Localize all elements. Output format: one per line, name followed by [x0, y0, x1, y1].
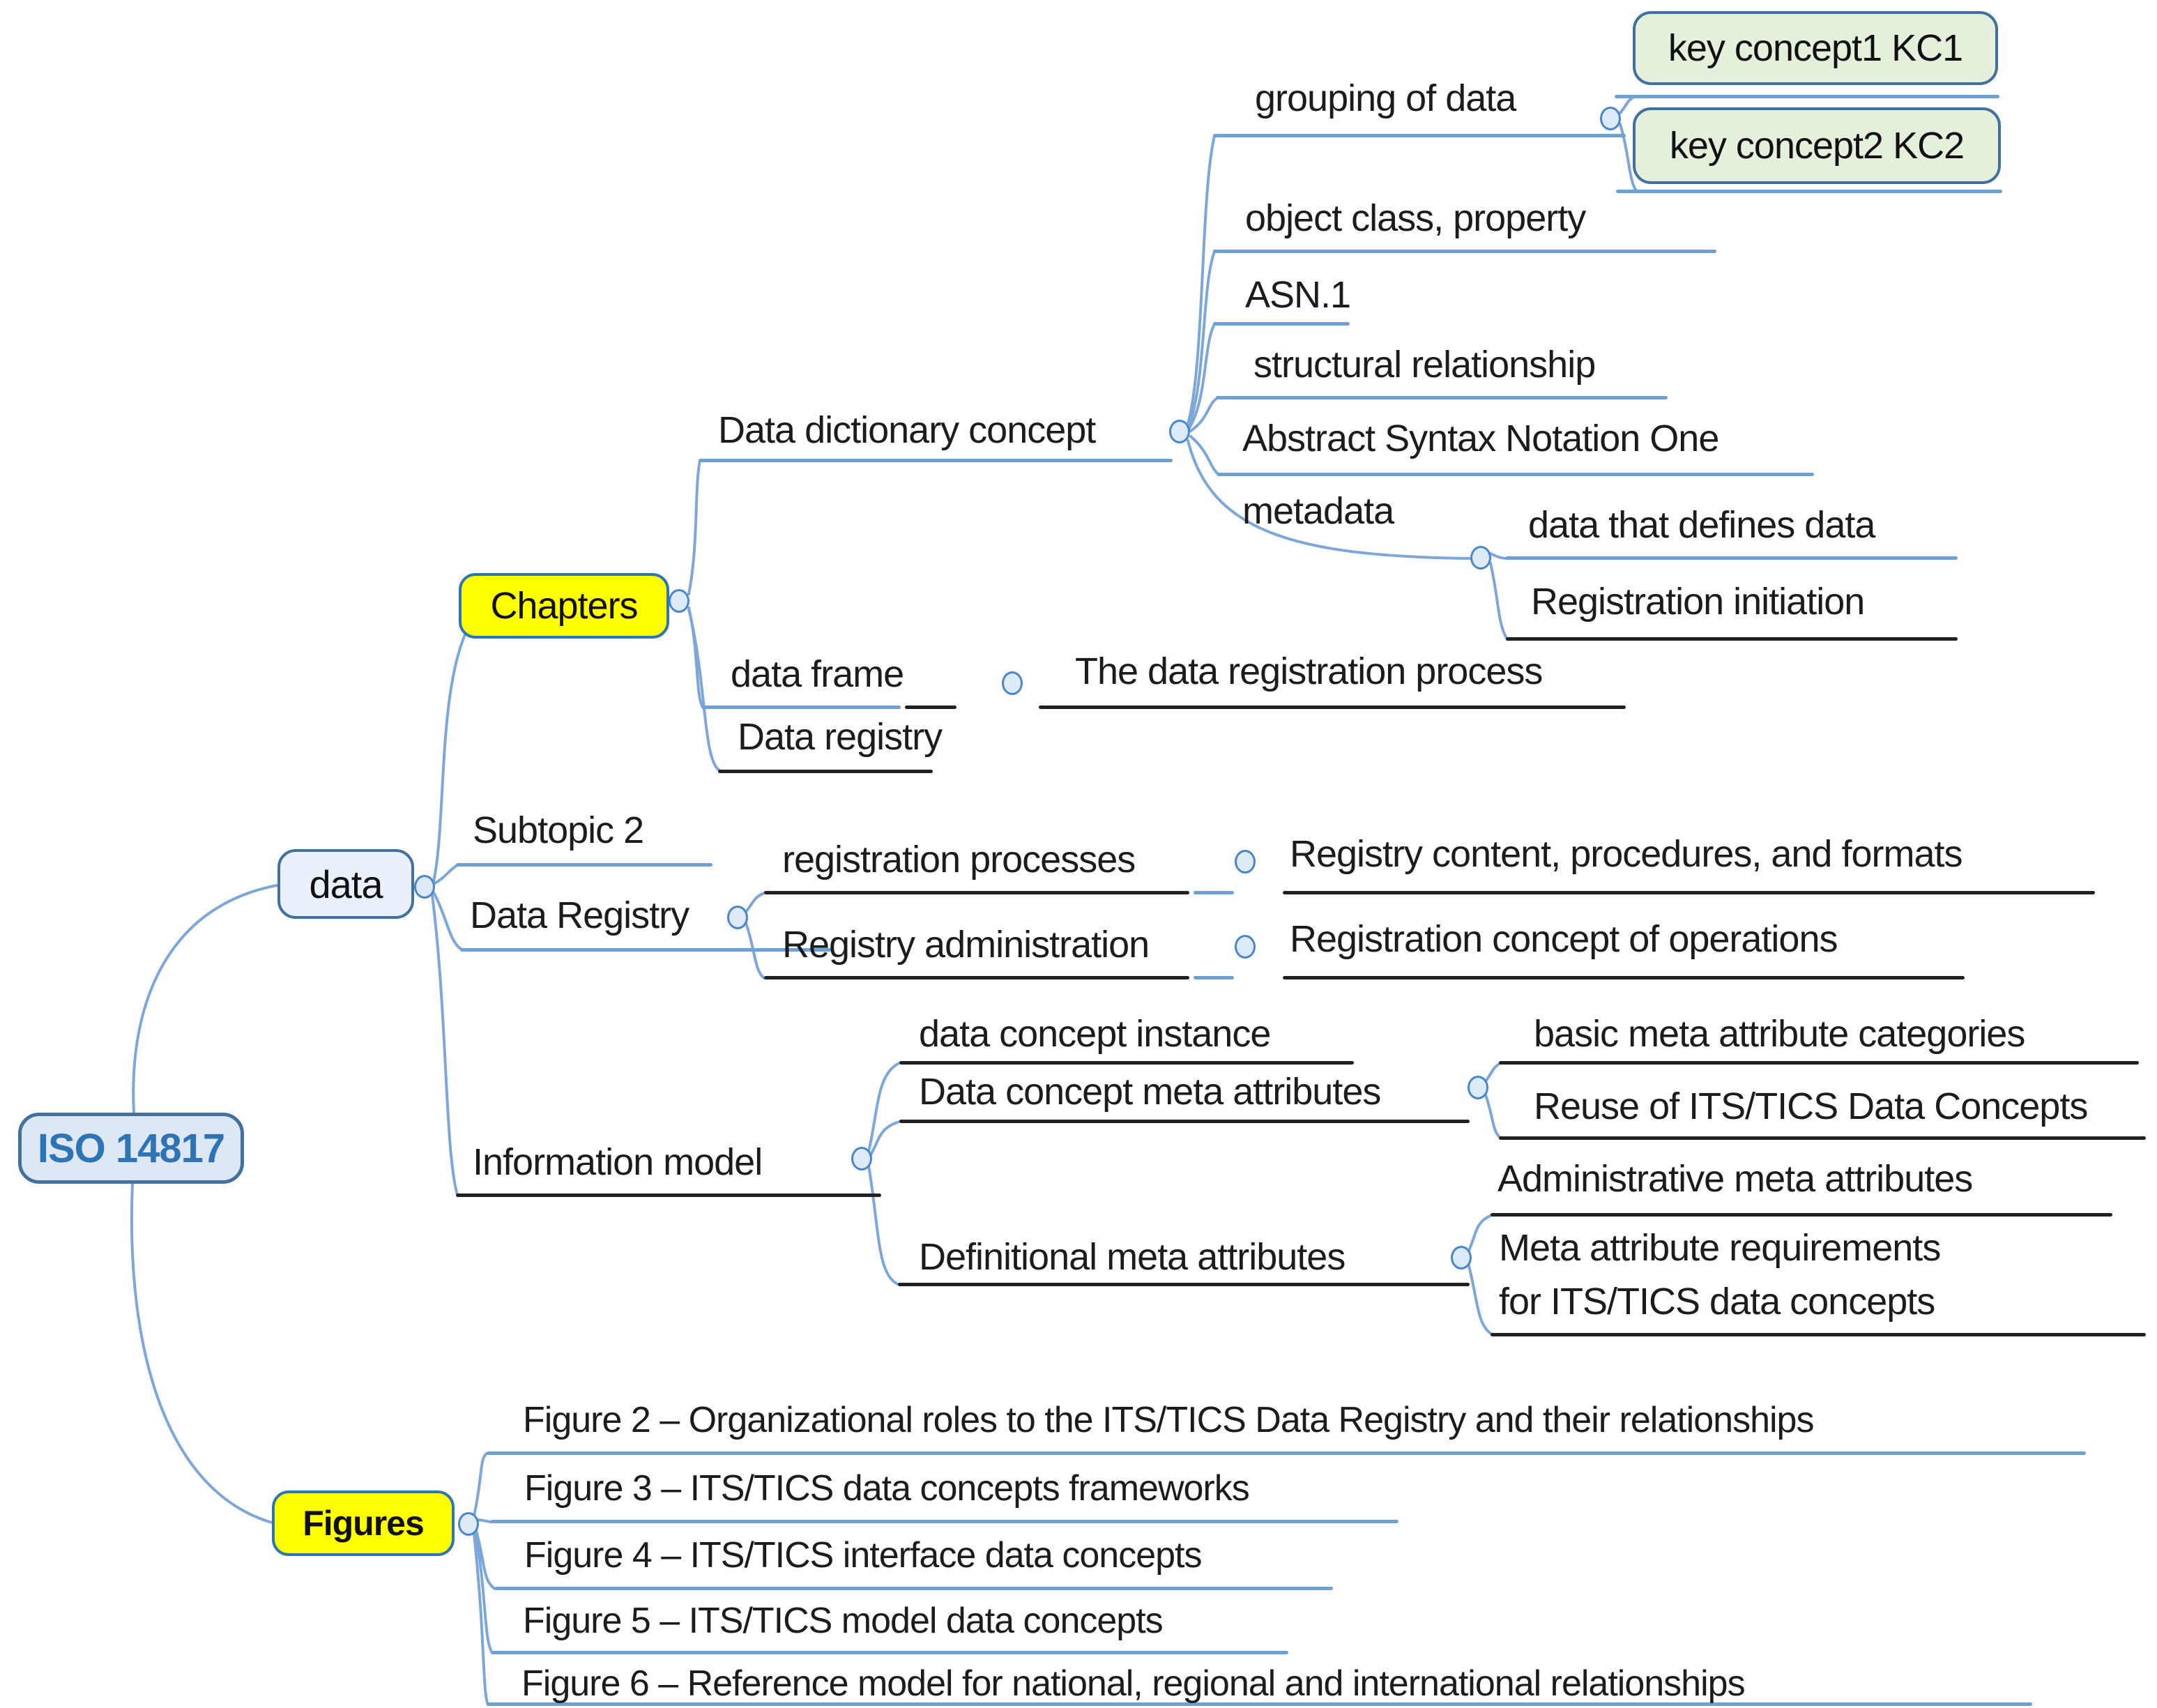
- topic-basic-meta-categories[interactable]: basic meta attribute categories: [1534, 1013, 2025, 1055]
- branch-line: [1506, 637, 1958, 641]
- branch-line: [764, 891, 1189, 894]
- branch-toggle-icon[interactable]: [727, 906, 748, 929]
- topic-meta-attr-requirements[interactable]: Meta attribute requirements for ITS/TICS…: [1499, 1227, 1941, 1322]
- topic-registration-initiation[interactable]: Registration initiation: [1531, 581, 1865, 623]
- topic-root[interactable]: ISO 14817: [18, 1113, 244, 1184]
- branch-toggle-icon[interactable]: [414, 875, 435, 899]
- branch-toggle-icon[interactable]: [851, 1147, 872, 1171]
- topic-reuse-its-tics[interactable]: Reuse of ITS/TICS Data Concepts: [1534, 1085, 2088, 1127]
- branch-toggle-icon[interactable]: [1470, 546, 1491, 570]
- branch-toggle-icon[interactable]: [1468, 1076, 1488, 1099]
- topic-figure-5[interactable]: Figure 5 – ITS/TICS model data concepts: [523, 1601, 1164, 1641]
- branch-line: [1194, 891, 1234, 894]
- topic-data-that-defines-data[interactable]: data that defines data: [1528, 504, 1875, 546]
- branch-toggle-icon[interactable]: [669, 589, 689, 613]
- topic-data-frame[interactable]: data frame: [731, 653, 904, 695]
- topic-data[interactable]: data: [277, 849, 414, 919]
- topic-metadata[interactable]: metadata: [1242, 490, 1394, 532]
- topic-definitional-meta[interactable]: Definitional meta attributes: [919, 1236, 1346, 1278]
- branch-line: [1283, 891, 2095, 894]
- topic-data-registry-chapter[interactable]: Data registry: [738, 716, 943, 758]
- branch-line: [701, 706, 901, 709]
- topic-data-dictionary-concept[interactable]: Data dictionary concept: [718, 409, 1096, 451]
- branch-toggle-icon[interactable]: [1235, 850, 1256, 874]
- branch-line: [899, 1120, 1470, 1123]
- branch-line: [1491, 1213, 2112, 1217]
- branch-line: [1194, 976, 1234, 979]
- topic-figure-3[interactable]: Figure 3 – ITS/TICS data concepts framew…: [524, 1468, 1250, 1509]
- topic-registration-concept[interactable]: Registration concept of operations: [1290, 918, 1838, 960]
- branch-toggle-icon[interactable]: [1451, 1246, 1472, 1269]
- topic-registry-administration[interactable]: Registry administration: [782, 924, 1150, 966]
- topic-data-concept-meta[interactable]: Data concept meta attributes: [919, 1071, 1381, 1113]
- branch-line: [456, 863, 712, 867]
- branch-line: [718, 770, 933, 773]
- branch-line: [1213, 322, 1350, 326]
- branch-toggle-icon[interactable]: [1235, 935, 1256, 959]
- branch-line: [492, 1651, 1288, 1654]
- branch-line: [491, 1520, 1398, 1523]
- branch-toggle-icon[interactable]: [458, 1512, 479, 1536]
- branch-line: [1039, 706, 1626, 709]
- branch-line: [1499, 1061, 2139, 1065]
- branch-line: [460, 948, 831, 952]
- branch-line: [764, 976, 1189, 979]
- branch-toggle-icon[interactable]: [1600, 107, 1621, 130]
- branch-line: [699, 459, 1173, 462]
- branch-line: [456, 1194, 881, 1197]
- branch-line: [1216, 396, 1668, 399]
- topic-data-concept-instance[interactable]: data concept instance: [919, 1013, 1271, 1055]
- topic-key-concept1[interactable]: key concept1 KC1: [1633, 11, 1998, 85]
- branch-line: [487, 1451, 2086, 1455]
- branch-line: [1217, 473, 1814, 476]
- branch-toggle-icon[interactable]: [1169, 420, 1190, 443]
- branch-line: [905, 706, 956, 709]
- topic-asn1[interactable]: ASN.1: [1245, 274, 1351, 316]
- topic-administrative-meta[interactable]: Administrative meta attributes: [1497, 1158, 1973, 1200]
- topic-figure-2[interactable]: Figure 2 – Organizational roles to the I…: [523, 1400, 1814, 1440]
- branch-line: [1283, 976, 1965, 979]
- topic-key-concept2[interactable]: key concept2 KC2: [1633, 107, 2001, 184]
- branch-line: [1615, 95, 1999, 98]
- topic-object-class-property[interactable]: object class, property: [1245, 197, 1586, 239]
- branch-line: [487, 1702, 2032, 1706]
- branch-line: [898, 1283, 1470, 1286]
- branch-toggle-icon[interactable]: [1002, 671, 1023, 695]
- topic-abstract-syntax[interactable]: Abstract Syntax Notation One: [1242, 418, 1719, 459]
- branch-line: [1499, 1136, 2146, 1140]
- topic-subtopic-2[interactable]: Subtopic 2: [473, 809, 644, 851]
- topic-data-registry[interactable]: Data Registry: [470, 894, 689, 936]
- topic-structural-relationship[interactable]: structural relationship: [1253, 344, 1596, 386]
- branch-line: [1213, 250, 1716, 253]
- topic-data-registration-process[interactable]: The data registration process: [1075, 650, 1543, 692]
- topic-chapters[interactable]: Chapters: [459, 573, 669, 639]
- topic-grouping-of-data[interactable]: grouping of data: [1255, 77, 1516, 119]
- branch-line: [899, 1061, 1354, 1065]
- branch-line: [1506, 556, 1958, 560]
- branch-line: [1616, 190, 2002, 193]
- branch-line: [1213, 134, 1626, 137]
- topic-figure-4[interactable]: Figure 4 – ITS/TICS interface data conce…: [524, 1535, 1202, 1576]
- topic-information-model[interactable]: Information model: [473, 1141, 763, 1183]
- topic-figures[interactable]: Figures: [272, 1490, 455, 1556]
- topic-registration-processes[interactable]: registration processes: [782, 839, 1136, 880]
- branch-line: [495, 1587, 1333, 1590]
- topic-figure-6[interactable]: Figure 6 – Reference model for national,…: [521, 1663, 1746, 1704]
- branch-line: [1491, 1333, 2146, 1336]
- topic-registry-content[interactable]: Registry content, procedures, and format…: [1290, 833, 1962, 875]
